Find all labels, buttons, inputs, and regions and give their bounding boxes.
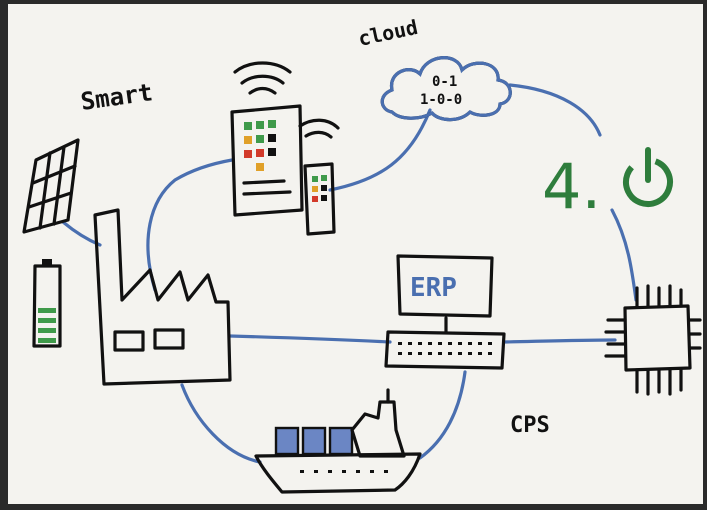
paper-sheet [8,4,703,504]
battery-icon [32,259,62,348]
cargo-ship-icon [254,388,422,494]
cloud-bits-bottom: 1-0-0 [420,92,462,108]
keyboard-icon [384,330,506,370]
microchip-icon [604,284,702,396]
industry-4-label: 4. [542,150,601,223]
erp-label: ERP [410,273,457,303]
solar-panel-icon [22,138,80,234]
cloud-icon [380,56,512,122]
cps-label: CPS [510,413,550,438]
cloud-bits-top: 0-1 [432,74,457,90]
computer-icon [396,254,494,334]
server-rack-icon [230,61,340,236]
connection-lines [61,83,638,464]
factory-icon [93,208,232,386]
